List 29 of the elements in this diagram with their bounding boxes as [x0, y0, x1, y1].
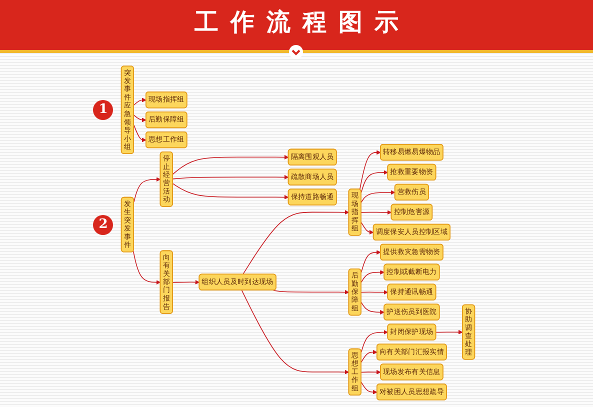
arrow: [360, 330, 388, 353]
arrow: [360, 222, 374, 234]
arrow: [172, 183, 289, 200]
arrow: [360, 370, 381, 374]
arrow: [360, 170, 388, 193]
arrow: [133, 124, 146, 142]
arrow: [360, 270, 384, 283]
arrow: [172, 280, 200, 284]
arrow: [132, 250, 161, 285]
arrow: [360, 250, 381, 273]
arrow: [360, 210, 392, 215]
arrow: [133, 98, 146, 106]
title: 工作流程图示: [194, 7, 410, 37]
arrow: [172, 174, 289, 180]
arrow: [360, 302, 384, 314]
step-number: 1: [93, 100, 114, 120]
arrow: [360, 350, 378, 363]
arrow: [360, 382, 378, 394]
step-number: 2: [93, 214, 114, 235]
arrow: [133, 177, 161, 203]
arrow: [436, 330, 463, 334]
arrow: [360, 290, 388, 295]
arrow: [272, 290, 350, 294]
arrow: [133, 114, 146, 122]
arrow: [241, 290, 350, 374]
arrow: [359, 150, 381, 190]
arrow: [242, 210, 350, 275]
arrow: [172, 154, 289, 175]
arrow: [360, 190, 396, 203]
